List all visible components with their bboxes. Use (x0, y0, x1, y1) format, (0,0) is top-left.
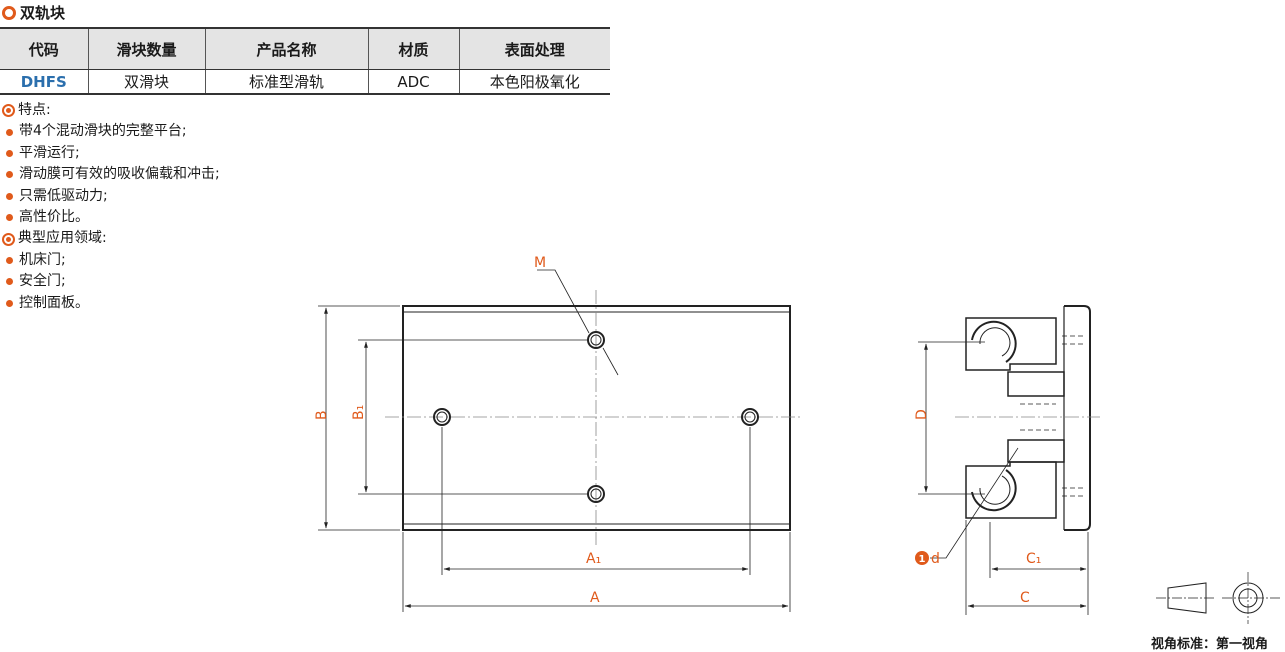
bullet-icon (6, 299, 13, 307)
col-header-code: 代码 (0, 27, 89, 70)
mount-hole-inner (590, 334, 602, 346)
wheel-upper (971, 320, 1017, 363)
features-heading: 特点: (2, 100, 220, 121)
section-title: 双轨块 (2, 2, 65, 23)
label-d: d (931, 551, 940, 567)
bullet-icon (6, 192, 13, 200)
wheel-lower (971, 469, 1017, 512)
side-view (918, 305, 1100, 615)
note-badge-number: 1 (919, 554, 926, 565)
side-dimension-lines (918, 341, 1089, 615)
list-item: 安全门; (2, 271, 220, 292)
list-item: 平滑运行; (2, 143, 220, 164)
table-header-row: 代码 滑块数量 产品名称 材质 表面处理 (0, 27, 610, 70)
rail-profile (1064, 305, 1091, 531)
mount-hole (433, 408, 451, 426)
bullet-icon (6, 171, 13, 179)
label-A1: A₁ (586, 551, 601, 567)
label-D: D (914, 409, 930, 420)
note-badge (915, 551, 929, 565)
col-header-finish: 表面处理 (458, 27, 610, 70)
list-item: 控制面板。 (2, 293, 220, 314)
cell-finish: 本色阳极氧化 (458, 69, 610, 95)
label-A: A (590, 590, 600, 606)
section-title-text: 双轨块 (20, 4, 66, 22)
target-icon (2, 232, 15, 246)
mount-hole (741, 408, 759, 426)
plate-outline (402, 305, 791, 531)
cell-code: DHFS (0, 69, 89, 95)
features-list: 特点: 带4个混动滑块的完整平台; 平滑运行; 滑动膜可有效的吸收偏载和冲击; … (2, 100, 220, 314)
bullet-icon (6, 257, 13, 265)
col-header-count: 滑块数量 (87, 27, 206, 70)
mount-hole-inner (744, 411, 756, 423)
target-icon (2, 104, 15, 118)
bullet-icon (6, 278, 13, 286)
list-item: 带4个混动滑块的完整平台; (2, 121, 220, 142)
wheel-upper-inner (979, 327, 1011, 357)
mount-hole-inner (436, 411, 448, 423)
dimension-lines (318, 269, 791, 612)
list-item: 滑动膜可有效的吸收偏载和冲击; (2, 164, 220, 185)
label-M: M (534, 255, 546, 271)
ring-icon (2, 5, 16, 20)
projection-standard: 视角标准：第一视角 (1151, 637, 1269, 652)
bullet-icon (6, 214, 13, 222)
col-header-name: 产品名称 (204, 27, 369, 70)
list-item: 只需低驱动力; (2, 186, 220, 207)
label-B1: B₁ (351, 405, 367, 420)
table-row: DHFS 双滑块 标准型滑轨 ADC 本色阳极氧化 (0, 69, 610, 95)
col-header-material: 材质 (367, 27, 460, 70)
bullet-icon (6, 128, 13, 136)
carriage-upper (965, 317, 1057, 371)
list-item: 机床门; (2, 250, 220, 271)
cell-material: ADC (367, 69, 460, 95)
front-view (318, 269, 800, 612)
cell-name: 标准型滑轨 (204, 69, 369, 95)
label-C: C (1020, 590, 1030, 606)
spec-table: 代码 滑块数量 产品名称 材质 表面处理 DHFS 双滑块 标准型滑轨 ADC … (0, 27, 610, 95)
wheel-lower-inner (979, 475, 1011, 505)
cell-count: 双滑块 (87, 69, 206, 95)
web-upper (1007, 371, 1065, 397)
web-lower (1007, 439, 1065, 463)
applications-heading: 典型应用领域: (2, 228, 220, 249)
label-B: B (314, 410, 330, 420)
first-angle-projection-icon (1156, 572, 1280, 624)
mount-hole-inner (590, 488, 602, 500)
hidden-bolts (1020, 335, 1086, 497)
bullet-icon (6, 150, 13, 158)
label-C1: C₁ (1026, 551, 1041, 567)
list-item: 高性价比。 (2, 207, 220, 228)
